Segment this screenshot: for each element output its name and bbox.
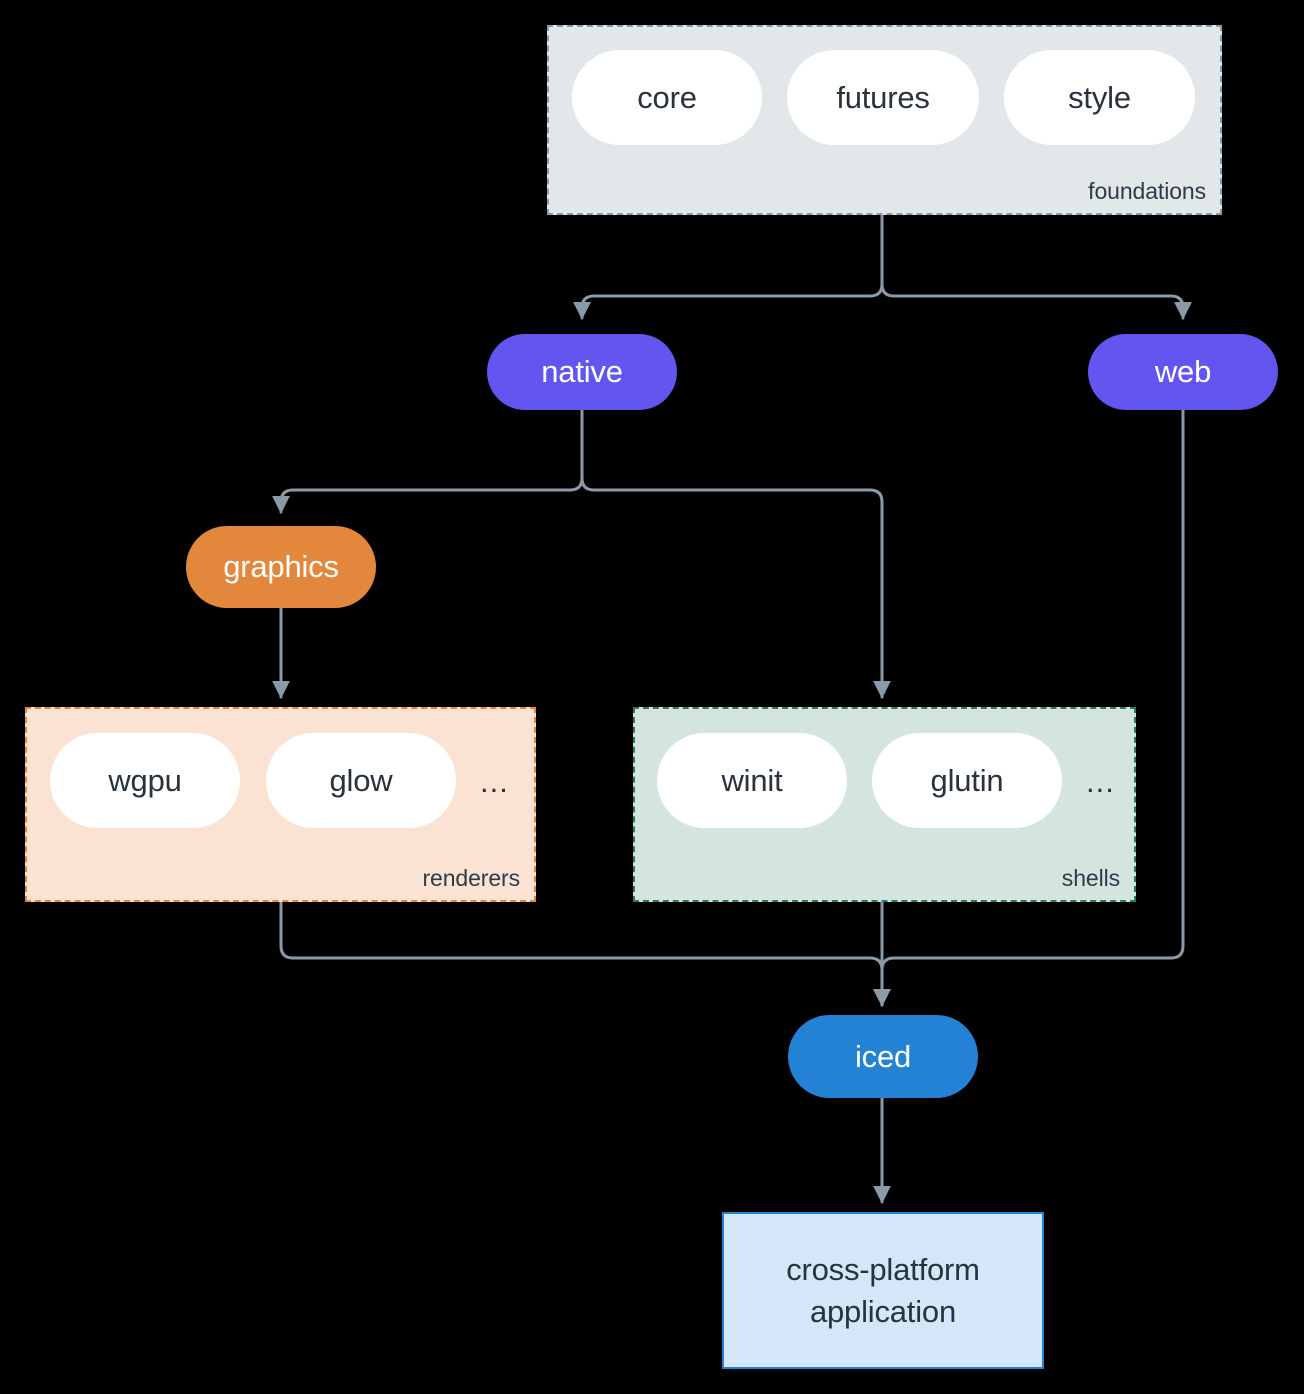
node-wgpu-label: wgpu — [108, 762, 182, 798]
node-graphics[interactable]: graphics — [186, 526, 376, 608]
cluster-label-foundations: foundations — [1088, 178, 1206, 204]
node-application-line2: application — [809, 1293, 956, 1329]
node-application-line1: cross-platform — [786, 1251, 980, 1287]
edge-foundations-web — [880, 214, 1192, 320]
node-glow-label: glow — [329, 762, 393, 798]
node-web-label: web — [1154, 354, 1212, 389]
node-application-text: cross-platform application — [786, 1249, 980, 1333]
node-futures[interactable]: futures — [787, 50, 979, 145]
edge-renderers-iced — [279, 900, 891, 1007]
node-glutin[interactable]: glutin — [872, 733, 1062, 828]
shells-more-ellipsis: ... — [1086, 764, 1115, 799]
edge-foundations-native — [573, 214, 884, 320]
node-iced[interactable]: iced — [788, 1015, 978, 1098]
node-core[interactable]: core — [572, 50, 762, 145]
node-glow[interactable]: glow — [266, 733, 456, 828]
node-iced-label: iced — [854, 1038, 912, 1074]
node-native-label: native — [541, 354, 623, 389]
node-web[interactable]: web — [1088, 334, 1278, 410]
node-style-label: style — [1068, 79, 1131, 115]
node-winit-label: winit — [721, 762, 783, 798]
renderers-more-ellipsis: ... — [480, 764, 509, 799]
node-native[interactable]: native — [487, 334, 677, 410]
node-style[interactable]: style — [1004, 50, 1195, 145]
cluster-label-shells: shells — [1061, 865, 1120, 891]
node-graphics-label: graphics — [223, 549, 339, 584]
node-wgpu[interactable]: wgpu — [50, 733, 240, 828]
edge-native-shells — [580, 408, 891, 699]
node-core-label: core — [637, 79, 697, 115]
node-glutin-label: glutin — [930, 762, 1004, 798]
node-winit[interactable]: winit — [657, 733, 847, 828]
node-futures-label: futures — [836, 79, 930, 115]
cluster-label-renderers: renderers — [422, 865, 520, 891]
node-application[interactable]: cross-platform application — [722, 1212, 1044, 1369]
edge-native-graphics — [272, 408, 584, 514]
